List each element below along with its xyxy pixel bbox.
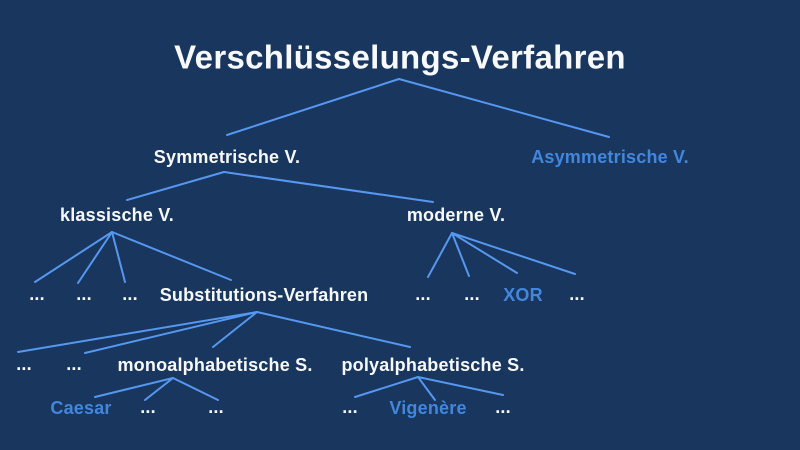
edge-substitution-apex bbox=[212, 311, 258, 348]
node-klassisch-child-1: ... bbox=[29, 284, 45, 304]
node-modern-child-3: ... bbox=[569, 284, 585, 304]
node-poly-child-1: ... bbox=[342, 397, 358, 417]
node-poly-child-2: ... bbox=[495, 397, 511, 417]
node-asymmetrisch: Asymmetrische V. bbox=[531, 147, 689, 167]
edge-substitution-apex bbox=[84, 311, 258, 354]
diagram-title: Verschlüsselungs-Verfahren bbox=[174, 38, 626, 76]
edge-klassisch-apex bbox=[111, 231, 126, 283]
edge-modern-apex bbox=[427, 232, 453, 278]
node-substitution-child-2: ... bbox=[66, 354, 82, 374]
edge-symmetrisch-apex bbox=[126, 171, 225, 201]
node-modern: moderne V. bbox=[406, 205, 506, 225]
edge-symmetrisch-apex bbox=[223, 171, 434, 203]
edge-mono-apex bbox=[94, 377, 174, 398]
node-substitution: Substitutions-Verfahren bbox=[159, 285, 369, 305]
node-symmetrisch: Symmetrische V. bbox=[153, 147, 301, 167]
edge-klassisch-apex bbox=[77, 231, 113, 284]
node-substitution-child-1: ... bbox=[16, 354, 32, 374]
edge-poly-apex bbox=[417, 376, 504, 396]
edge-modern-apex bbox=[451, 232, 470, 277]
node-mono-child-2: ... bbox=[208, 397, 224, 417]
edge-modern-apex bbox=[451, 232, 518, 274]
node-modern-child-1: ... bbox=[415, 284, 431, 304]
edge-modern-apex bbox=[451, 232, 576, 275]
edge-klassisch-apex bbox=[111, 231, 232, 281]
node-modern-child-2: ... bbox=[464, 284, 480, 304]
edge-substitution-apex bbox=[256, 311, 411, 348]
node-mono-child-1: ... bbox=[140, 397, 156, 417]
edge-poly-apex bbox=[354, 376, 419, 398]
node-caesar: Caesar bbox=[50, 398, 112, 418]
node-xor: XOR bbox=[503, 285, 543, 305]
edge-substitution-apex bbox=[17, 311, 258, 353]
node-klassisch-child-2: ... bbox=[76, 284, 92, 304]
node-mono: monoalphabetische S. bbox=[117, 355, 313, 375]
edge-mono-apex bbox=[172, 377, 219, 401]
edge-root-apex bbox=[226, 78, 400, 136]
node-vigenere: Vigenère bbox=[389, 398, 467, 418]
edge-klassisch-apex bbox=[34, 231, 113, 283]
node-poly: polyalphabetische S. bbox=[341, 355, 525, 375]
edge-root-apex bbox=[398, 78, 610, 138]
node-klassisch-child-3: ... bbox=[122, 284, 138, 304]
edge-poly-apex bbox=[417, 376, 436, 401]
edge-mono-apex bbox=[144, 377, 174, 401]
node-klassisch: klassische V. bbox=[59, 205, 175, 225]
